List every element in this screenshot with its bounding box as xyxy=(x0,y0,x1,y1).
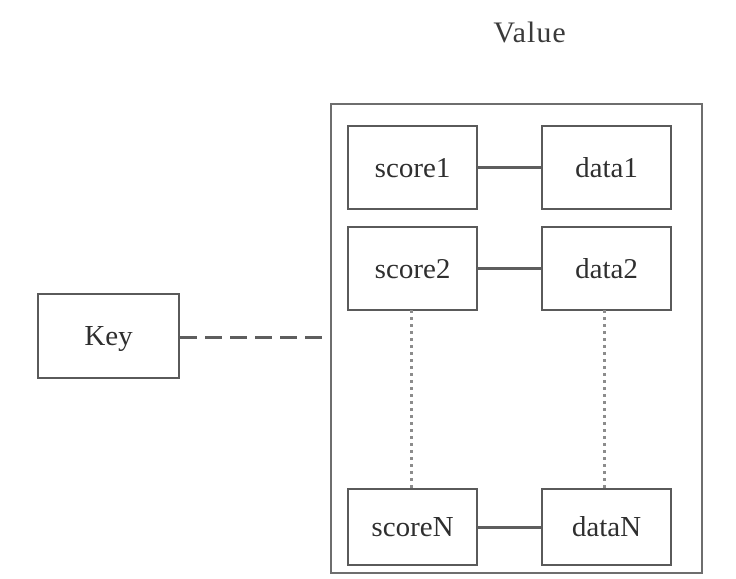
data-box-n: dataN xyxy=(541,488,672,566)
score-label-2: score2 xyxy=(374,252,451,285)
connector-score2-data2 xyxy=(477,267,542,270)
connector-scoreN-dataN xyxy=(477,526,542,529)
connector-score1-data1 xyxy=(477,166,542,169)
data-label-1: data1 xyxy=(575,151,638,184)
score-box-n: scoreN xyxy=(347,488,478,566)
value-title: Value xyxy=(493,16,567,49)
score-label-n: scoreN xyxy=(371,511,454,543)
key-box: Key xyxy=(37,293,180,379)
score-label-1: score1 xyxy=(374,151,451,184)
ellipsis-dots-score-column xyxy=(410,310,413,488)
score-box-2: score2 xyxy=(347,226,478,311)
key-label: Key xyxy=(84,320,133,352)
data-label-2: data2 xyxy=(575,252,638,285)
data-box-2: data2 xyxy=(541,226,672,311)
ellipsis-dots-data-column xyxy=(603,310,606,488)
data-box-1: data1 xyxy=(541,125,672,210)
key-to-value-dashed-link xyxy=(180,336,330,339)
data-label-n: dataN xyxy=(571,511,642,543)
score-box-1: score1 xyxy=(347,125,478,210)
